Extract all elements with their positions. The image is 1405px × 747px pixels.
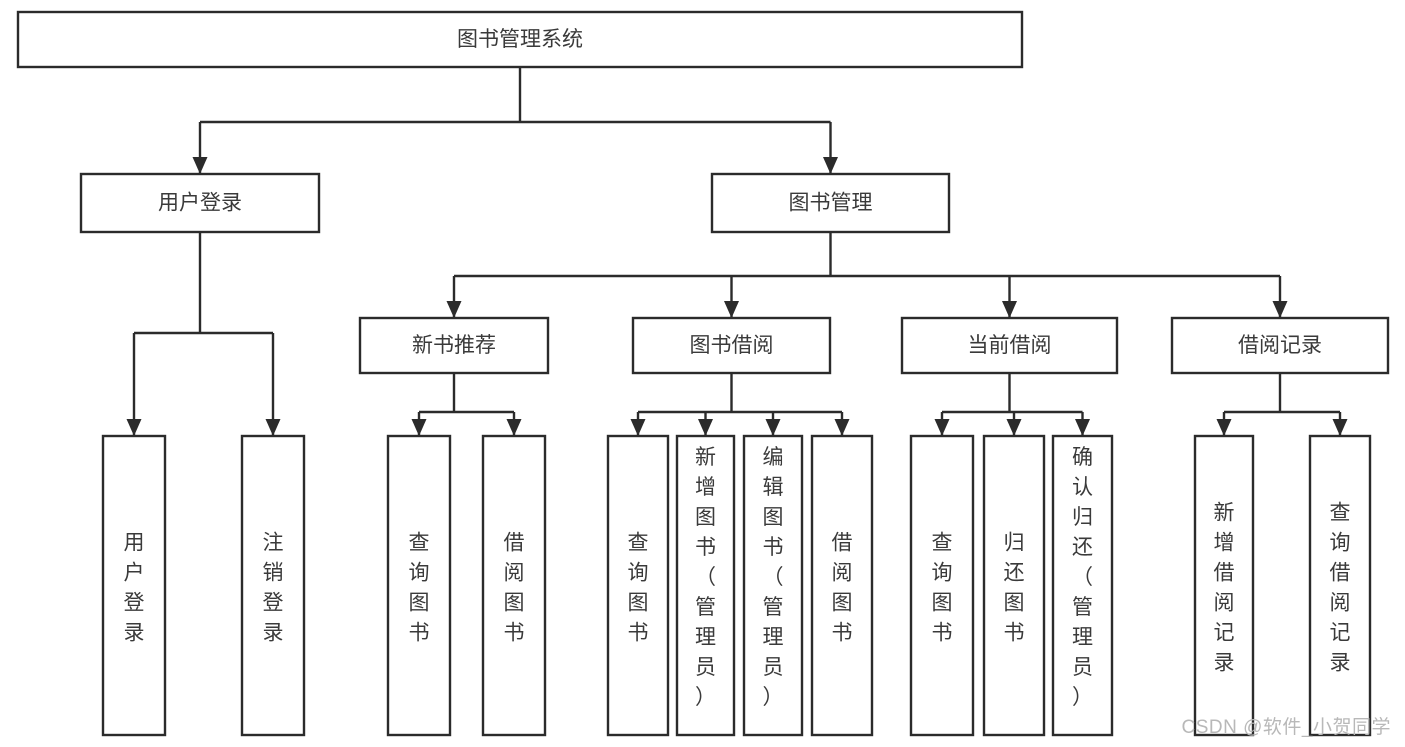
node-label-leaf-borrow-book: 借阅图书 [832,532,853,645]
node-label-leaf-query-book-current: 查询图书 [932,532,953,645]
node-label-new-book-recommend: 新书推荐 [412,334,496,357]
node-label-leaf-edit-book: 编辑图书（管理员） [763,446,784,709]
node-label-leaf-query-book-rec: 查询图书 [409,532,430,645]
node-box-new-book-recommend [358,316,550,375]
node-leaf-edit-book[interactable]: 编辑图书（管理员） [742,434,804,737]
node-leaf-query-borrow-record[interactable]: 查询借阅记录 [1308,434,1372,737]
node-box-leaf-query-book-rec [386,434,452,737]
arrow-head-icon [411,419,427,436]
arrow-head-icon [1006,419,1022,436]
node-box-leaf-query-book-borrow [606,434,670,737]
connector-group-current-borrow [934,373,1090,436]
node-box-user-login [79,172,321,234]
node-current-borrow[interactable]: 当前借阅 [900,316,1119,375]
arrow-head-icon [192,157,208,174]
node-leaf-return-book[interactable]: 归还图书 [982,434,1046,737]
node-leaf-confirm-return[interactable]: 确认归还（管理员） [1051,434,1114,737]
arrow-head-icon [506,419,522,436]
node-label-book-management: 图书管理 [789,192,873,215]
node-label-book-borrow: 图书借阅 [690,334,774,357]
node-box-leaf-add-borrow-record [1193,434,1255,737]
node-label-current-borrow: 当前借阅 [968,334,1052,357]
node-box-leaf-user-login [101,434,167,737]
arrow-head-icon [1216,419,1232,436]
node-leaf-add-borrow-record[interactable]: 新增借阅记录 [1193,434,1255,737]
node-box-leaf-edit-book [742,434,804,737]
node-box-borrow-records [1170,316,1390,375]
connector-group-book-management [446,232,1288,318]
arrow-head-icon [834,419,850,436]
node-leaf-borrow-book-rec[interactable]: 借阅图书 [481,434,547,737]
node-leaf-logout[interactable]: 注销登录 [240,434,306,737]
arrow-head-icon [446,301,462,318]
arrow-head-icon [698,419,713,436]
node-label-leaf-add-borrow-record: 新增借阅记录 [1214,502,1235,675]
node-box-leaf-query-book-current [909,434,975,737]
arrow-head-icon [1002,301,1017,318]
node-box-root [16,10,1024,69]
node-label-leaf-query-book-borrow: 查询图书 [628,532,649,645]
connector-group-new-book-recommend [411,373,522,436]
node-box-leaf-confirm-return [1051,434,1114,737]
node-book-management[interactable]: 图书管理 [710,172,951,234]
connector-group-borrow-records [1216,373,1348,436]
node-label-user-login: 用户登录 [158,192,242,215]
node-label-leaf-query-borrow-record: 查询借阅记录 [1330,502,1351,675]
arrow-head-icon [724,301,739,318]
node-label-leaf-confirm-return: 确认归还（管理员） [1072,446,1093,709]
node-label-root: 图书管理系统 [457,28,583,51]
connector-group-user-login [126,232,281,436]
node-label-borrow-records: 借阅记录 [1238,334,1322,357]
node-book-borrow[interactable]: 图书借阅 [631,316,832,375]
node-leaf-borrow-book[interactable]: 借阅图书 [810,434,874,737]
arrow-head-icon [1272,301,1288,318]
node-box-current-borrow [900,316,1119,375]
node-label-leaf-logout: 注销登录 [263,532,284,645]
node-label-leaf-return-book: 归还图书 [1004,532,1025,645]
node-leaf-user-login[interactable]: 用户登录 [101,434,167,737]
node-user-login[interactable]: 用户登录 [79,172,321,234]
arrow-head-icon [1332,419,1348,436]
node-box-book-management [710,172,951,234]
connector-group-root [192,67,838,174]
node-box-leaf-add-book [675,434,736,737]
node-root[interactable]: 图书管理系统 [16,10,1024,69]
arrow-head-icon [630,419,646,436]
arrow-head-icon [265,419,281,436]
node-box-book-borrow [631,316,832,375]
node-box-leaf-logout [240,434,306,737]
node-label-leaf-user-login: 用户登录 [124,532,145,645]
arrow-head-icon [1075,419,1090,436]
node-leaf-query-book-rec[interactable]: 查询图书 [386,434,452,737]
arrow-head-icon [765,419,781,436]
arrow-head-icon [934,419,950,436]
node-leaf-query-book-borrow[interactable]: 查询图书 [606,434,670,737]
node-leaf-add-book[interactable]: 新增图书（管理员） [675,434,736,737]
arrow-head-icon [823,157,838,174]
node-box-leaf-query-borrow-record [1308,434,1372,737]
node-label-leaf-borrow-book-rec: 借阅图书 [504,532,525,645]
connector-layer [126,67,1348,436]
node-box-leaf-borrow-book [810,434,874,737]
node-leaf-query-book-current[interactable]: 查询图书 [909,434,975,737]
connector-group-book-borrow [630,373,850,436]
node-borrow-records[interactable]: 借阅记录 [1170,316,1390,375]
node-new-book-recommend[interactable]: 新书推荐 [358,316,550,375]
node-box-leaf-return-book [982,434,1046,737]
node-box-leaf-borrow-book-rec [481,434,547,737]
node-label-leaf-add-book: 新增图书（管理员） [695,446,716,709]
arrow-head-icon [126,419,142,436]
node-layer: 图书管理系统用户登录图书管理新书推荐图书借阅当前借阅借阅记录用户登录注销登录查询… [16,10,1390,737]
